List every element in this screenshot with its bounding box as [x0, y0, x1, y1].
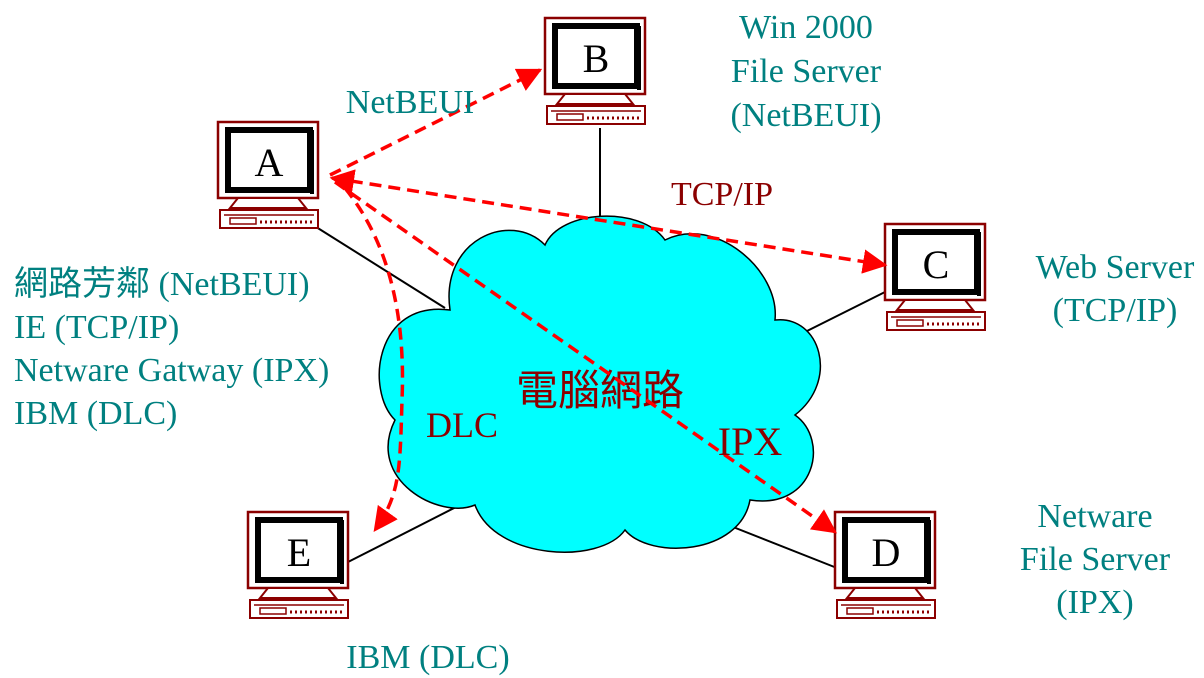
server-c-line-2: (TCP/IP): [1053, 292, 1178, 329]
computer-a-letter: A: [255, 140, 284, 185]
server-d-line-3: (IPX): [1056, 584, 1133, 621]
server-e-label: IBM (DLC): [346, 639, 509, 676]
computer-b-letter: B: [583, 36, 610, 81]
client-protocol-list: 網路芳鄰 (NetBEUI) IE (TCP/IP) Netware Gatwa…: [14, 265, 329, 432]
arrow-tcpip: [329, 169, 888, 274]
protocol-arrows: [329, 68, 888, 534]
arrow-ipx: [333, 180, 838, 534]
client-protocol-item: IE (TCP/IP): [14, 309, 179, 346]
server-b-line-2: File Server: [731, 53, 882, 90]
computer-e-letter: E: [287, 530, 311, 575]
server-b-line-3: (NetBEUI): [730, 97, 881, 134]
label-dlc: DLC: [426, 405, 498, 445]
client-protocol-item: Netware Gatway (IPX): [14, 352, 329, 389]
computer-c: C: [885, 224, 985, 330]
server-d-line-2: File Server: [1020, 541, 1171, 578]
client-protocol-item: 網路芳鄰 (NetBEUI): [14, 265, 310, 303]
arrow-netbeui: [329, 68, 543, 177]
server-b-label: Win 2000 File Server (NetBEUI): [730, 9, 881, 134]
computer-e: E: [248, 512, 348, 618]
link-a: [304, 219, 446, 309]
cloud-label: 電腦網路: [516, 369, 684, 415]
computer-a: A: [218, 122, 318, 228]
computer-c-letter: C: [923, 242, 950, 287]
network-cloud: 電腦網路: [378, 215, 821, 553]
server-c-label: Web Server (TCP/IP): [1036, 249, 1195, 329]
client-protocol-item: IBM (DLC): [14, 395, 177, 432]
label-ipx: IPX: [718, 419, 783, 464]
computer-d: D: [835, 512, 935, 618]
link-d: [727, 524, 843, 571]
link-c: [804, 291, 886, 333]
computer-d-letter: D: [872, 530, 901, 575]
link-e: [347, 504, 461, 563]
server-d-line-1: Netware: [1037, 498, 1152, 535]
server-d-label: Netware File Server (IPX): [1020, 498, 1171, 621]
label-tcpip: TCP/IP: [671, 176, 773, 213]
server-c-line-1: Web Server: [1036, 249, 1195, 286]
label-netbeui: NetBEUI: [346, 84, 474, 121]
computer-b: B: [545, 18, 645, 124]
arrow-dlc: [343, 186, 405, 532]
server-b-line-1: Win 2000: [739, 9, 873, 46]
